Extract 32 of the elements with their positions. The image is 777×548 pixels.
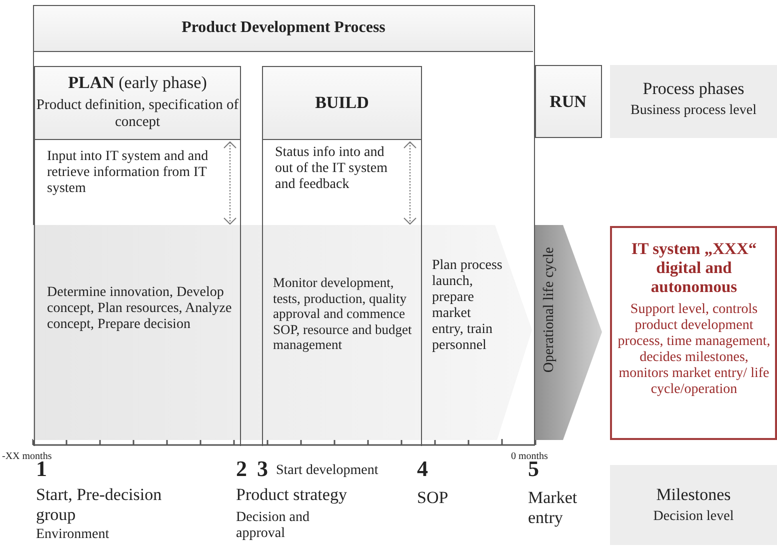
- milestone-note: Environment: [36, 527, 110, 544]
- process-frame: [33, 5, 535, 445]
- panel-subtitle: Business process level: [630, 103, 758, 120]
- chevron-text: Operational life cycle: [541, 247, 558, 373]
- milestone-label: Start, Pre-decision group: [36, 485, 163, 524]
- panel-title: Process phases: [642, 79, 746, 99]
- milestone-label: Product strategy: [236, 485, 347, 505]
- milestone-number: 2: [236, 456, 247, 482]
- body-text: Input into IT system and and retrieve information from IT system: [47, 149, 210, 198]
- milestone-label: Start development: [276, 463, 378, 480]
- phase-description: Product definition, specification of concept: [35, 97, 240, 130]
- body-text: Monitor development, tests, production, quality approval and commence SOP, resource and budget management: [273, 275, 413, 353]
- phase-title: BUILD: [314, 93, 370, 113]
- milestone-number: 4: [417, 456, 428, 482]
- phase-title: PLAN (early phase): [67, 73, 208, 93]
- panel-subtitle: Decision level: [652, 509, 735, 526]
- system-description: Support level, controls product development process, time management, decides milestones, monitors market entry/ life cycle/operation: [616, 302, 772, 399]
- milestone-note: Decision and approval: [236, 510, 310, 542]
- body-text: Status info into and out of the IT system and feedback: [275, 145, 389, 194]
- band-text: Plan process launch, prepare market entry, train personnel: [432, 258, 504, 355]
- panel-title: Milestones: [655, 485, 732, 505]
- milestone-label: Market entry: [528, 488, 578, 528]
- system-box: [610, 226, 777, 440]
- milestone-number: 3: [257, 456, 268, 482]
- body-text: Determine innovation, Develop concept, Plan resources, Analyze concept, Prepare decision: [47, 285, 233, 334]
- phase-column: [262, 66, 422, 446]
- milestone-label: SOP: [417, 488, 448, 508]
- phase-box: [535, 65, 602, 138]
- section-title: Product Development Process: [34, 6, 533, 52]
- phase-column: [34, 66, 241, 446]
- system-title: IT system „XXX“ digital and autonomous: [630, 240, 758, 297]
- phase-title: RUN: [548, 92, 588, 112]
